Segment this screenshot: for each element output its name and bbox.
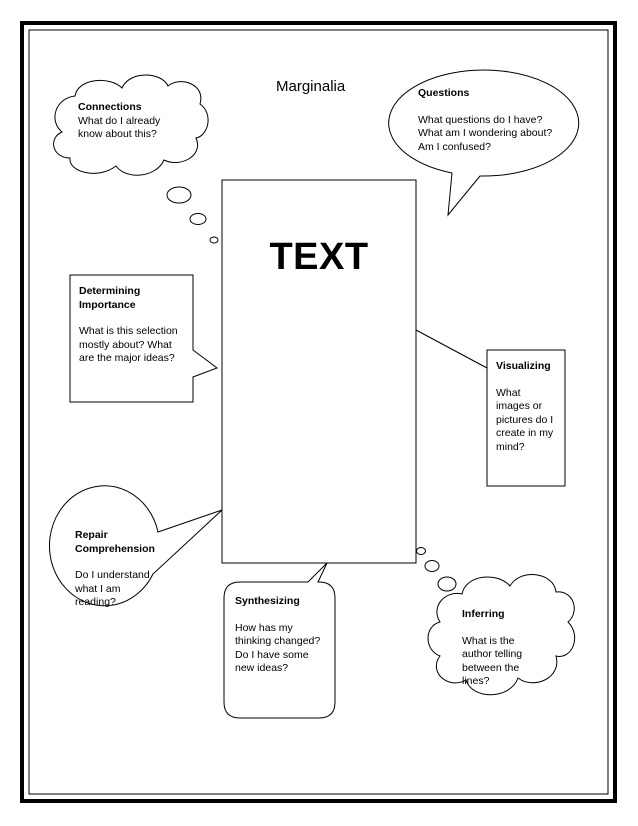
text-box-label: TEXT [269,236,369,278]
visualizing-body: What images or pictures do I create in m… [496,386,554,453]
repair-comprehension-label: Repair Comprehension Do I understand wha… [75,529,155,610]
connections-thought-bubble-medium [189,213,207,225]
synthesizing-callout [223,562,336,719]
visualizing-heading: Visualizing [496,360,551,372]
synthesizing-heading: Synthesizing [235,595,300,607]
synthesizing-label: Synthesizing How has my thinking changed… [235,595,320,676]
connections-heading: Connections [78,101,142,113]
questions-bubble [388,69,580,217]
determining-importance-label: Determining Importance What is this sele… [79,285,178,366]
connections-thought-bubble-small [209,236,219,244]
visualizing-leader-line [415,329,488,369]
determining-importance-body: What is this selection mostly about? Wha… [79,325,178,364]
repair-comprehension-body: Do I understand what I am reading? [75,569,150,608]
visualizing-label: Visualizing What images or pictures do I… [496,360,553,454]
text-box [221,179,417,564]
repair-comprehension-bubble [48,485,223,607]
connections-cloud [53,74,209,176]
inferring-thought-bubble-small [416,547,426,555]
connections-body: What do I already know about this? [78,114,161,141]
worksheet-title: Marginalia [276,78,346,95]
inferring-label: Inferring What is the author telling bet… [462,608,522,689]
inferring-heading: Inferring [462,608,505,620]
visualizing-box [486,349,566,487]
inferring-thought-bubble-large [437,576,457,592]
repair-comprehension-heading: Repair Comprehension [75,529,155,555]
connections-label: Connections What do I already know about… [78,101,160,142]
determining-importance-heading: Determining Importance [79,285,141,311]
inferring-body: What is the author telling between the l… [462,634,523,688]
outer-border [20,21,617,803]
inner-border [28,29,609,795]
questions-label: Questions What questions do I have? What… [418,87,552,154]
inferring-cloud [427,574,576,696]
synthesizing-body: How has my thinking changed? Do I have s… [235,621,321,675]
determining-importance-callout [69,274,219,403]
questions-body: What questions do I have? What am I wond… [418,113,553,153]
questions-heading: Questions [418,87,470,99]
inferring-thought-bubble-medium [424,560,440,572]
connections-thought-bubble-large [166,186,192,204]
